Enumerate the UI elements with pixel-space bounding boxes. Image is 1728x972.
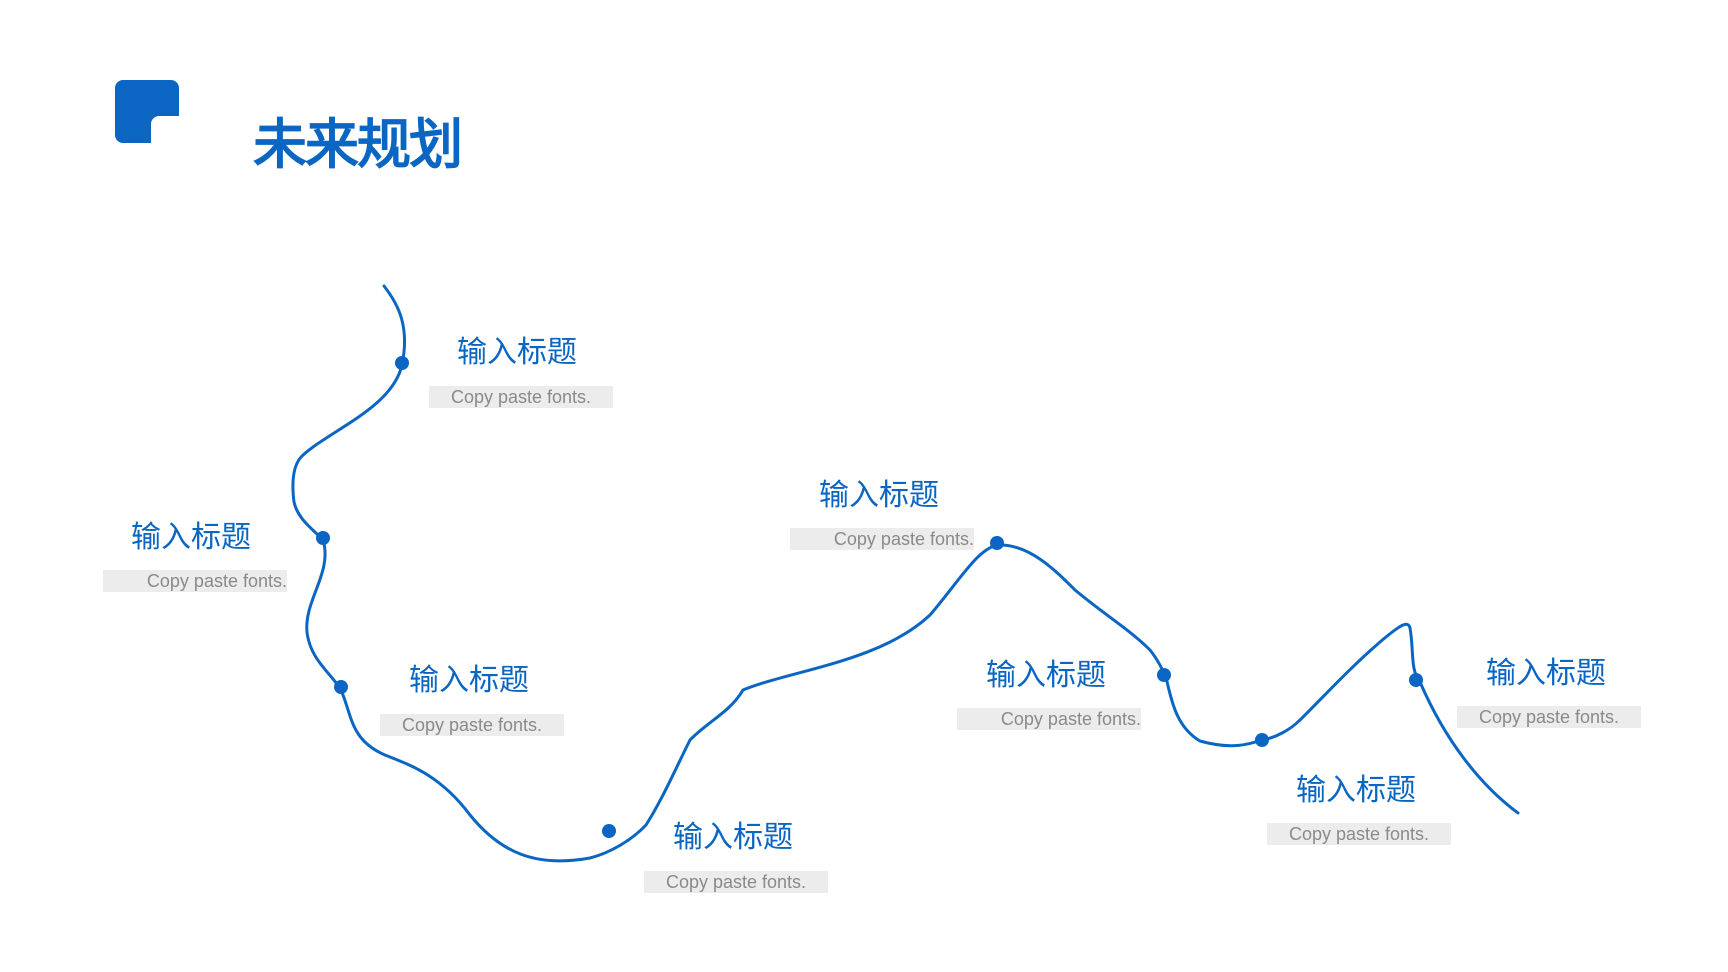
node-dot-2 — [316, 531, 330, 545]
node-title-8: 输入标题 — [1486, 656, 1606, 691]
node-desc-4: Copy paste fonts. — [644, 871, 828, 893]
node-title-5: 输入标题 — [819, 478, 939, 513]
node-dot-3 — [334, 680, 348, 694]
node-dot-7 — [1255, 733, 1269, 747]
node-desc-7: Copy paste fonts. — [1267, 823, 1451, 845]
node-desc-8: Copy paste fonts. — [1457, 706, 1641, 728]
node-title-1: 输入标题 — [457, 335, 577, 370]
node-dot-8 — [1409, 673, 1423, 687]
page-title: 未来规划 — [253, 113, 463, 176]
node-desc-3: Copy paste fonts. — [380, 714, 564, 736]
node-desc-5: Copy paste fonts. — [790, 528, 974, 550]
node-desc-6: Copy paste fonts. — [957, 708, 1141, 730]
node-dot-4 — [602, 824, 616, 838]
node-title-7: 输入标题 — [1296, 773, 1416, 808]
node-desc-2: Copy paste fonts. — [103, 570, 287, 592]
node-desc-1: Copy paste fonts. — [429, 386, 613, 408]
node-title-6: 输入标题 — [986, 658, 1106, 693]
node-title-3: 输入标题 — [409, 663, 529, 698]
node-title-4: 输入标题 — [673, 820, 793, 855]
node-title-2: 输入标题 — [131, 520, 251, 555]
node-dot-1 — [395, 356, 409, 370]
logo-icon — [115, 80, 179, 143]
node-dot-6 — [1157, 668, 1171, 682]
node-dot-5 — [990, 536, 1004, 550]
